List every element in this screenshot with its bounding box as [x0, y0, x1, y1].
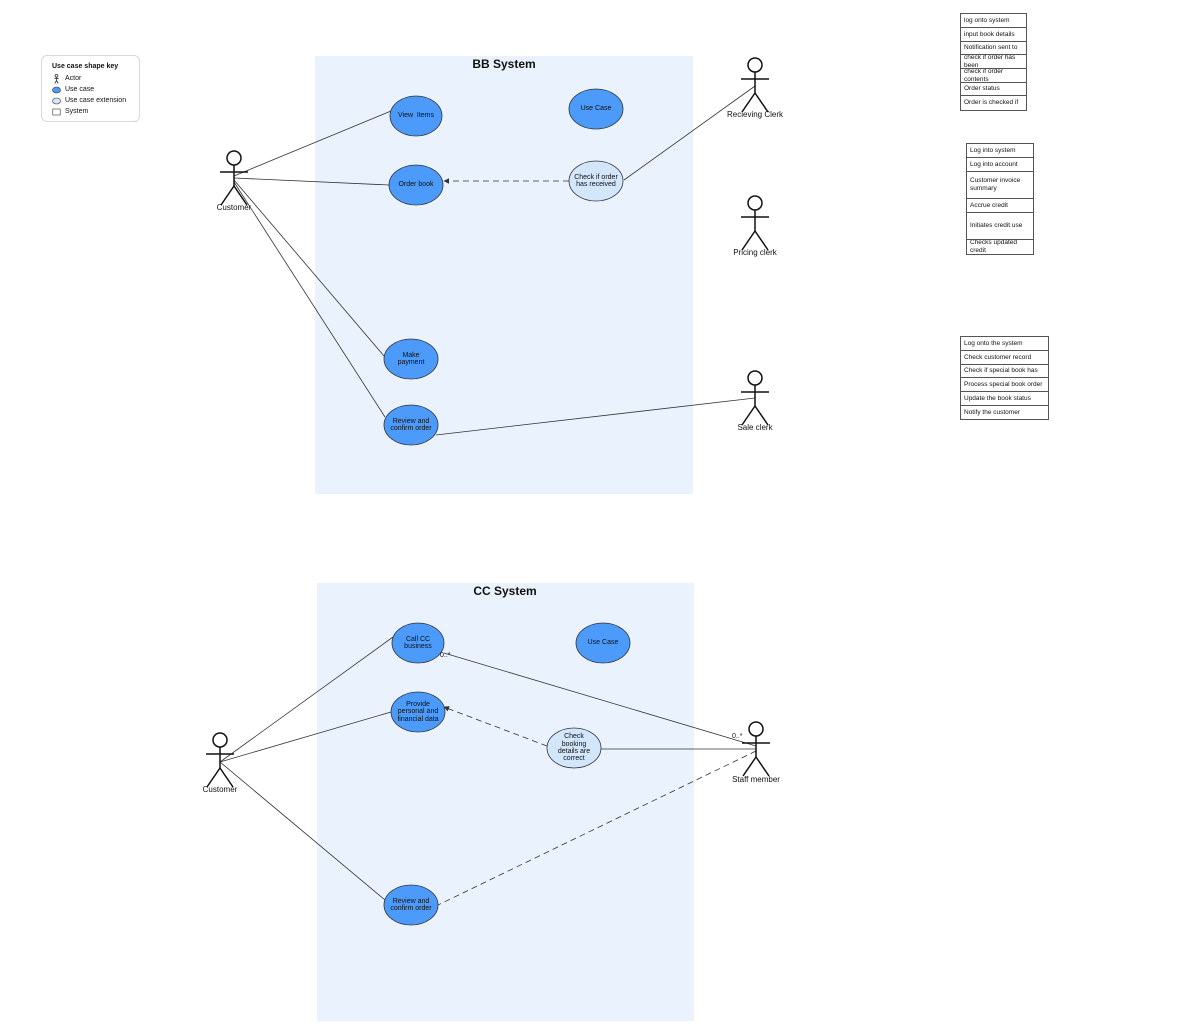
table-row: Notification sent to [961, 42, 1026, 55]
system-icon [52, 108, 61, 116]
table-row: Initiates credit use [967, 213, 1033, 240]
use-case-provide-personal-data[interactable] [390, 691, 446, 733]
use-case-make-payment-label: Make payment [397, 351, 425, 366]
use-case-extension-icon [52, 97, 61, 105]
use-case-make-payment[interactable] [383, 338, 439, 380]
table-row: Order status [961, 83, 1026, 96]
extend-check-booking-to-provide-data [443, 706, 548, 747]
use-case-check-booking-details[interactable] [546, 727, 602, 769]
cc-system-title: CC System [473, 584, 537, 598]
use-case-generic-cc[interactable] [575, 622, 631, 664]
actor-staff-member[interactable] [742, 721, 770, 777]
actor-customer-bb-label: Customer [216, 203, 252, 212]
use-case-call-cc-business[interactable] [391, 622, 445, 664]
cc-system-boundary [317, 583, 694, 1021]
use-case-check-booking-details-label: Check booking details are correct [557, 733, 591, 763]
actor-customer-bb[interactable] [220, 150, 248, 206]
use-case-order-book[interactable] [388, 164, 444, 206]
actor-sale-clerk[interactable] [741, 370, 769, 426]
assoc-recieving-clerk-check-order [623, 85, 756, 181]
bb-system-boundary [315, 56, 693, 494]
table-row: Process special book order [961, 378, 1048, 392]
assoc-staff-call [443, 652, 757, 747]
use-case-generic-bb-label: Use Case [580, 105, 612, 113]
assoc-sale-clerk-review-order [435, 397, 756, 436]
use-case-view-items[interactable] [389, 95, 443, 137]
table-row: Check customer record [961, 351, 1048, 365]
use-case-review-confirm-order-bb[interactable] [383, 404, 439, 446]
actor-staff-member-label: Staff member [732, 775, 780, 784]
actor-customer-cc[interactable] [206, 732, 234, 788]
side-table-pricing: Log into system Log into account Custome… [966, 143, 1034, 255]
table-row: check if order contents [961, 69, 1026, 83]
dashed-staff-review [437, 750, 757, 906]
use-case-order-book-label: Order book [398, 181, 434, 189]
table-row: Log into system [967, 144, 1033, 158]
table-row: Order is checked if [964, 99, 1019, 106]
table-row: Log into account [967, 158, 1033, 172]
shape-key-legend: Use case shape key Actor Use case Use ca… [41, 55, 140, 122]
use-case-view-items-label: View Items [397, 112, 435, 120]
use-case-provide-personal-data-label: Provide personal and financial data [397, 700, 439, 723]
key-label-use-case-extension: Use case extension [65, 97, 127, 104]
table-row: check if order has been [961, 55, 1026, 69]
side-table-recieving: log onto system input book details Notif… [960, 13, 1027, 111]
assoc-customer-make-payment [233, 179, 385, 357]
key-label-system: System [65, 108, 89, 115]
actor-recieving-clerk-label: Recieving Clerk [726, 110, 784, 119]
use-case-check-order-received-label: Check if order has received [574, 173, 618, 188]
use-case-review-confirm-order-bb-label: Review and confirm order [390, 417, 432, 432]
table-row: Customer invoice summary [967, 172, 1033, 199]
use-case-review-confirm-order-cc[interactable] [383, 884, 439, 926]
key-label-actor: Actor [65, 75, 82, 82]
use-case-check-order-received[interactable] [568, 160, 624, 202]
assoc-cc-customer-provide-data [219, 711, 392, 763]
use-case-generic-cc-label: Use Case [587, 639, 619, 647]
assoc-customer-order-book [233, 177, 390, 186]
assoc-customer-view-items [233, 110, 392, 177]
bb-system-title: BB System [472, 57, 536, 71]
table-row: Update the book status [961, 392, 1048, 406]
actor-customer-cc-label: Customer [202, 785, 238, 794]
table-row: Log onto the system [961, 337, 1048, 351]
assoc-cc-customer-review [219, 761, 386, 901]
multiplicity-staff-end: 0..* [732, 733, 743, 740]
table-row: Check if special book has [961, 365, 1048, 378]
use-case-icon [52, 86, 61, 94]
table-row: input book details [961, 28, 1026, 42]
key-label-use-case: Use case [65, 86, 95, 93]
use-case-review-confirm-order-cc-label: Review and confirm order [390, 897, 432, 912]
actor-pricing-clerk-label: Pricing clerk [733, 248, 777, 257]
shape-key-title: Use case shape key [52, 63, 119, 70]
assoc-cc-customer-call [219, 636, 394, 763]
actor-recieving-clerk[interactable] [741, 57, 769, 113]
table-row: Checks updated credit [970, 240, 1017, 254]
side-table-sale: Log onto the system Check customer recor… [960, 336, 1049, 420]
multiplicity-call-end: 0..* [440, 652, 451, 659]
use-case-generic-bb[interactable] [568, 88, 624, 130]
table-row: Notify the customer [964, 408, 1020, 416]
actor-sale-clerk-label: Sale clerk [737, 423, 773, 432]
actor-icon [54, 74, 59, 84]
actor-pricing-clerk[interactable] [741, 195, 769, 251]
assoc-customer-review-order [233, 181, 386, 418]
use-case-call-cc-business-label: Call CC business [404, 635, 432, 650]
table-row: log onto system [961, 14, 1026, 28]
table-row: Accrue credit [967, 199, 1033, 213]
